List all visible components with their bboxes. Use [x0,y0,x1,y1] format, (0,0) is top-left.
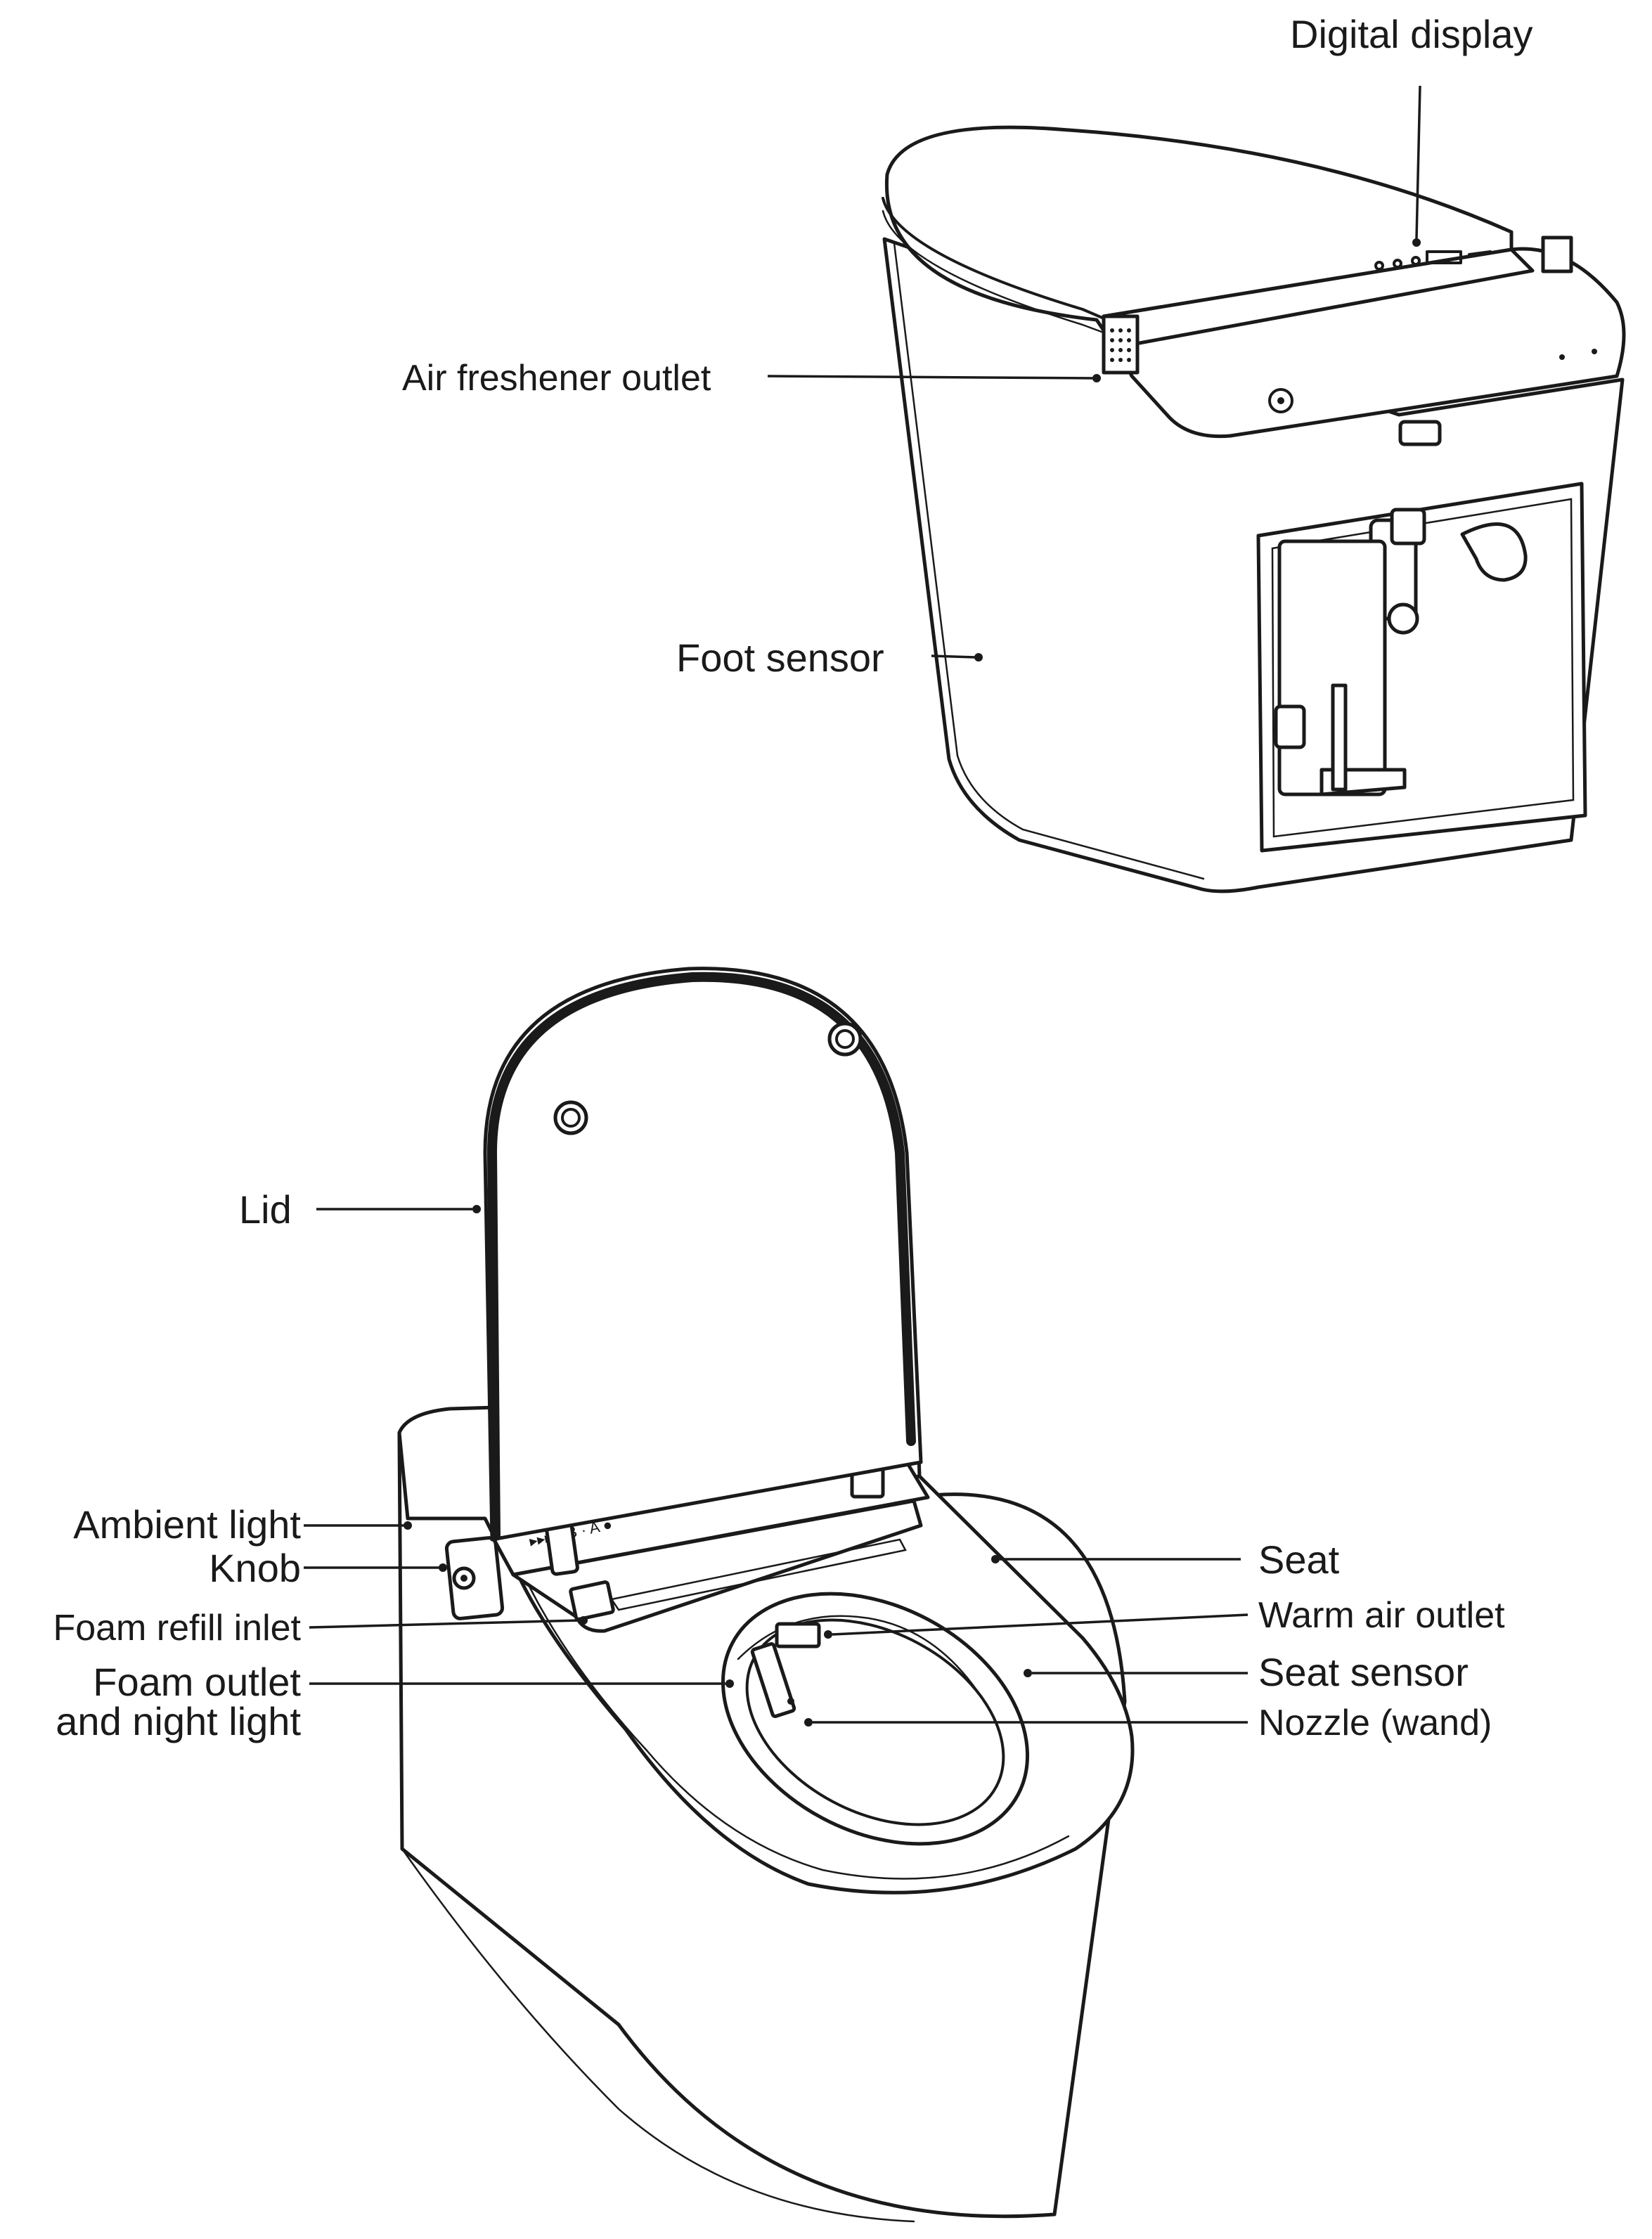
air-freshener-label: Air freshener outlet [402,358,711,399]
right-end-cap [1541,235,1573,273]
seat-label: Seat [1258,1537,1340,1582]
nozzle-base [775,1622,821,1648]
air-freshener-leader [767,375,1094,380]
knob-point [439,1563,447,1572]
digital-display-point [1412,238,1421,247]
seat-point [991,1555,1000,1563]
ambient-light-label: Ambient light [73,1502,301,1547]
rear-badge [1398,420,1442,446]
lid-bumper-left [553,1100,588,1135]
foam-refill-point [579,1616,588,1625]
foam-outlet-point [725,1679,734,1688]
fan-grille-center [1277,397,1284,404]
foam-refill-leader [309,1619,581,1629]
air-freshener-point [1092,374,1101,382]
warm-air-leader [832,1613,1248,1636]
open-lid-edge [487,972,916,1541]
seat-sensor-point [1024,1669,1032,1677]
knob-label: Knob [209,1546,301,1590]
display-dot [1393,259,1402,269]
toilet-open-view: ▸▸▸ PB · A ● Lid [53,967,1505,2223]
internal-plumbing [1274,508,1528,796]
warm-air-point [824,1630,832,1639]
foam-refill-label: Foam refill inlet [53,1608,301,1648]
display-readout [1426,250,1462,264]
display-dot [1374,261,1384,271]
rear-cutout-inner [1271,498,1575,838]
toilet-closed-rear-view: Digital display Air freshener outlet Foo… [402,12,1626,893]
trap-pipe [1460,522,1528,582]
digital-display-label: Digital display [1290,12,1533,56]
nozzle-arm [750,1642,796,1718]
foot-sensor-leader [931,654,976,659]
left-end-cap [1102,314,1140,375]
nozzle-tip [787,1698,794,1705]
valve-coupling [1387,602,1419,635]
body-side-line [401,1847,915,2223]
open-lid [483,967,923,1542]
seat-sensor-label: Seat sensor [1258,1650,1469,1694]
lid-point [472,1205,481,1213]
housing-led [1559,354,1565,360]
drain-connector [1274,704,1306,749]
foot-sensor-label: Foot sensor [676,635,884,680]
lid-bumper-left-inner [561,1108,581,1128]
seat-outer-rim [519,1566,1070,1880]
foam-refill-inlet [569,1580,615,1621]
display-dot [1411,256,1421,266]
ambient-light-point [404,1521,412,1530]
body-inner-edge [893,242,1205,880]
fan-grille-icon [1268,388,1293,413]
valve-head [1390,508,1426,546]
housing-led [1592,349,1597,354]
closed-lid-rim [882,197,1109,321]
foam-outlet-label-line2: and night light [56,1699,301,1743]
foot-sensor-point [974,653,983,662]
air-freshener-grille [1110,328,1131,362]
knob-center [460,1575,467,1582]
digital-display-leader [1415,85,1421,240]
lid-label: Lid [239,1187,292,1232]
nozzle-point [804,1718,813,1727]
seat-opening-ledge [737,1615,986,1703]
foam-outlet-label-line1: Foam outlet [93,1660,301,1704]
hinge-tray-inner [609,1538,907,1611]
lid-bumper-right-inner [835,1029,855,1049]
display-dash [1468,250,1492,256]
lid-bumper-right [827,1021,863,1057]
side-bracket [1331,683,1348,792]
seat-opening-outer [721,1592,1030,1846]
display-indicators [1374,250,1492,271]
warm-air-label: Warm air outlet [1258,1595,1505,1636]
nozzle-label: Nozzle (wand) [1258,1703,1492,1743]
closed-lid-rim-2 [882,209,1109,335]
nozzle-assembly [750,1622,821,1718]
